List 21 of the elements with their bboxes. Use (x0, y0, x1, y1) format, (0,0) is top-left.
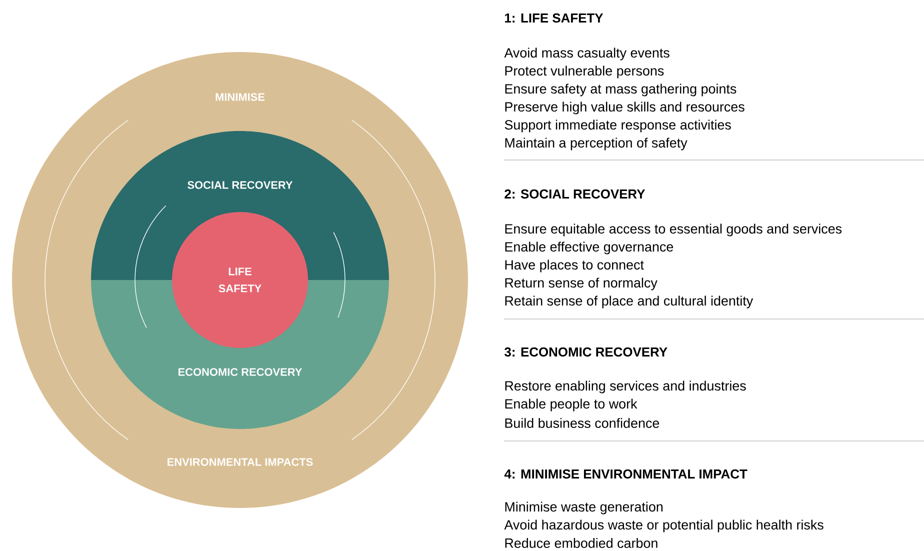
list-item: Minimise waste generation (505, 502, 663, 514)
list-item: Enable people to work (505, 398, 638, 412)
list-item: Maintain a perception of safety (505, 138, 688, 150)
section-heading: 1: LIFE SAFETY (505, 13, 604, 23)
list-item: Restore enabling services and industries (505, 380, 746, 394)
list-item: Build business confidence (505, 418, 660, 428)
list-item: Reduce embodied carbon (505, 538, 658, 548)
section-heading: 2: SOCIAL RECOVERY (504, 189, 646, 199)
list-item: Avoid mass casualty events (504, 48, 670, 60)
list-item: Enable effective governance (505, 242, 674, 254)
list-item: Return sense of normalcy (505, 278, 658, 290)
list-item: Ensure equitable access to essential goods and services (505, 224, 842, 236)
list-item: Retain sense of place and cultural identity (505, 296, 754, 308)
list-item: Ensure safety at mass gathering points (505, 84, 736, 96)
list-item: Avoid hazardous waste or potential public health risks (504, 520, 824, 532)
list-item: Have places to connect (505, 260, 644, 272)
section-heading: 4: MINIMISE ENVIRONMENTAL IMPACT (504, 469, 748, 479)
section-heading: 3: ECONOMIC RECOVERY (504, 347, 668, 357)
list-item: Preserve high value skills and resources (505, 102, 744, 114)
list-item: Protect vulnerable persons (505, 66, 664, 78)
list-item: Support immediate response activities (504, 120, 731, 132)
